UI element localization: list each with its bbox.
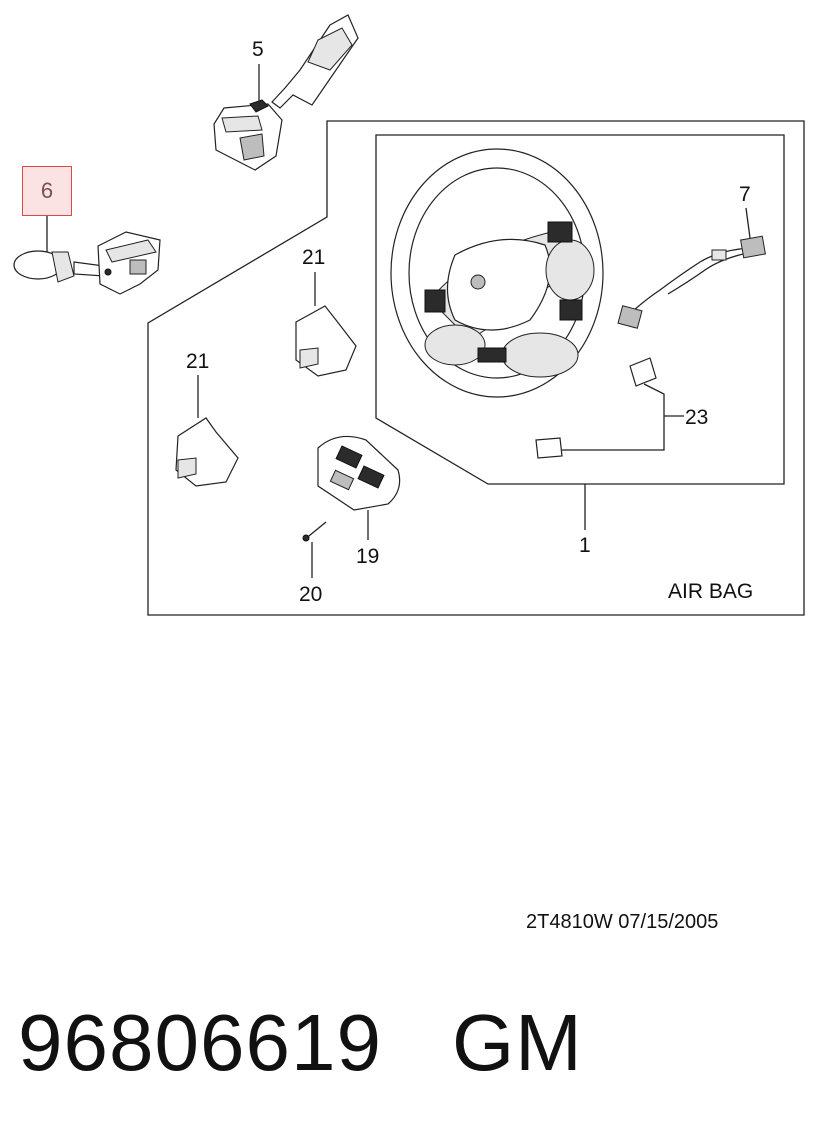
wiper-switch-5[interactable]	[213, 14, 359, 171]
callout-21-lower[interactable]: 21	[186, 350, 210, 373]
steering-wheel-1[interactable]	[390, 148, 604, 398]
wiring-harness-7[interactable]	[617, 235, 766, 329]
turn-signal-switch-6[interactable]	[13, 231, 161, 295]
callout-20[interactable]: 20	[299, 583, 323, 606]
screw-20[interactable]	[302, 521, 327, 542]
callout-23[interactable]: 23	[685, 406, 709, 429]
callout-5[interactable]: 5	[252, 38, 264, 61]
leader-23	[562, 383, 684, 451]
assembly-frame	[147, 120, 805, 616]
diagram-reference: 2T4810W 07/15/2005	[526, 911, 719, 933]
brand-name: GM	[451, 998, 583, 1087]
part-number-line: 96806619 GM	[18, 998, 583, 1088]
callout-7[interactable]: 7	[739, 183, 751, 206]
cover-21-lower[interactable]	[175, 417, 239, 487]
callout-19[interactable]: 19	[356, 545, 380, 568]
air-bag-label: AIR BAG	[668, 580, 754, 603]
steering-wheel-frame	[375, 134, 785, 485]
callout-21-upper[interactable]: 21	[302, 246, 326, 269]
clip-23[interactable]	[535, 357, 657, 459]
callout-6-highlighted[interactable]: 6	[22, 166, 72, 216]
cover-21-upper[interactable]	[295, 305, 357, 377]
part-number: 96806619	[18, 998, 382, 1087]
callout-1[interactable]: 1	[579, 534, 591, 557]
leader-7	[745, 207, 751, 239]
switch-pad-19[interactable]	[317, 435, 401, 511]
